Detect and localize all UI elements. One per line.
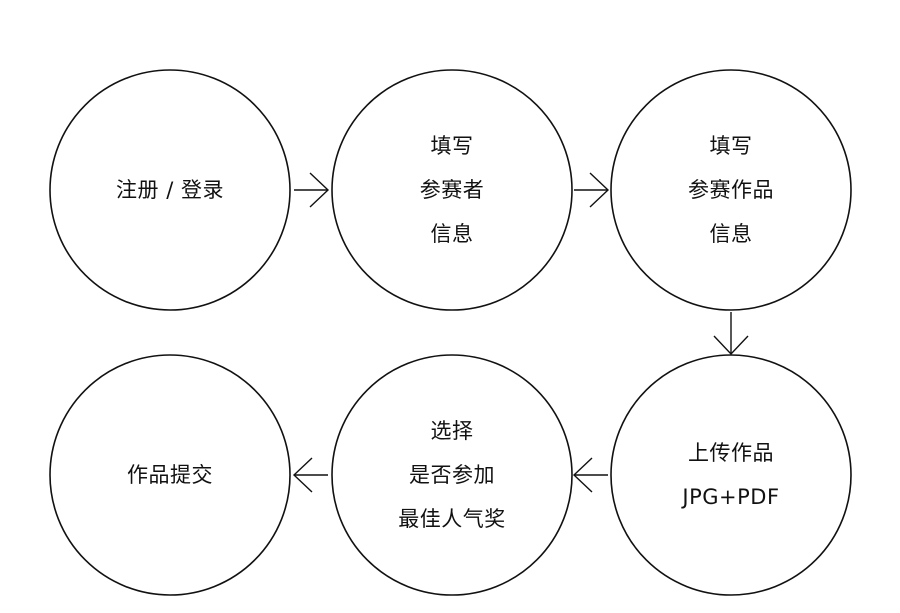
step-label-line: 上传作品 — [688, 441, 774, 465]
step-label-line: 填写 — [709, 134, 753, 158]
step-circle-participant-info — [331, 69, 573, 311]
step-circle-register — [49, 69, 291, 311]
step-label-line: 是否参加 — [409, 463, 495, 487]
step-label-line: 选择 — [430, 419, 474, 443]
step-label-participant-info: 填写 参赛者 信息 — [342, 124, 562, 256]
step-label-register: 注册 / 登录 — [60, 168, 280, 212]
step-label-line: 最佳人气奖 — [398, 507, 506, 531]
step-label-line: JPG+PDF — [682, 485, 780, 509]
arrow-popularity-to-submit — [292, 457, 328, 493]
arrow-participant-info-to-work-info — [574, 172, 610, 208]
step-label-line: 参赛作品 — [688, 178, 774, 202]
step-label-line: 信息 — [709, 222, 753, 246]
step-label-work-info: 填写 参赛作品 信息 — [621, 124, 841, 256]
step-label-submit: 作品提交 — [60, 453, 280, 497]
arrow-work-info-to-upload — [713, 312, 749, 356]
step-circle-submit — [49, 354, 291, 596]
step-circle-work-info — [610, 69, 852, 311]
step-label-line: 填写 — [430, 134, 474, 158]
step-label-popularity: 选择 是否参加 最佳人气奖 — [342, 409, 562, 541]
step-label-line: 信息 — [430, 222, 474, 246]
step-label-upload: 上传作品 JPG+PDF — [621, 431, 841, 519]
arrow-upload-to-popularity — [572, 457, 608, 493]
step-label-line: 作品提交 — [127, 463, 213, 487]
step-label-line: 注册 / 登录 — [116, 178, 224, 202]
step-label-line: 参赛者 — [419, 178, 485, 202]
step-circle-popularity — [331, 354, 573, 596]
arrow-register-to-participant-info — [294, 172, 330, 208]
